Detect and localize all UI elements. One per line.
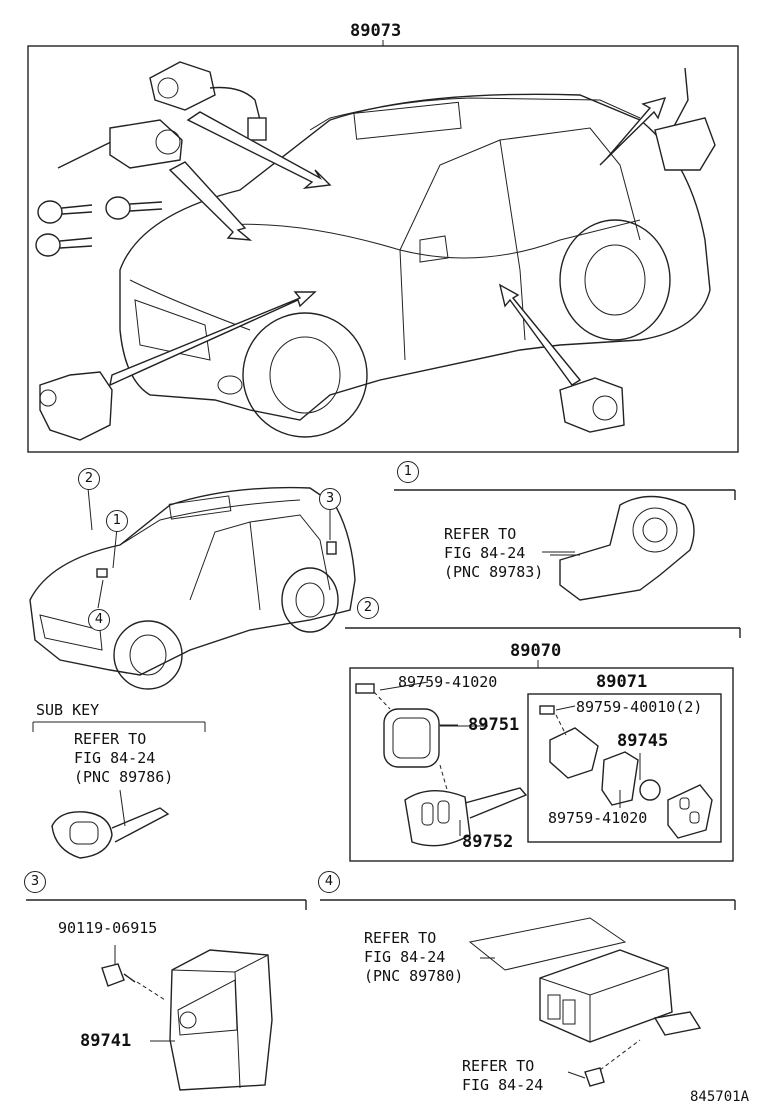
section4-refer: REFER TO xyxy=(364,929,437,947)
callout-3: 3 xyxy=(319,488,341,510)
section4-fig: FIG 84-24 xyxy=(364,948,446,966)
part-number-89073: 89073 xyxy=(350,21,402,41)
door-lock-actuator-icon xyxy=(39,371,113,441)
section1-frame xyxy=(394,489,736,500)
remote-case-icon xyxy=(373,691,458,801)
subkey-frame xyxy=(32,721,206,732)
vehicle-large-icon xyxy=(119,93,711,438)
section4-pnc: (PNC 89780) xyxy=(364,967,464,985)
section1-pnc: (PNC 89783) xyxy=(444,563,544,581)
section1-callout: 1 xyxy=(397,461,419,483)
section2-callout: 2 xyxy=(357,597,379,619)
subkey-refer: REFER TO xyxy=(74,730,147,748)
section4-frame xyxy=(320,899,736,910)
figure-id: 845701A xyxy=(690,1089,750,1105)
part-number-89741: 89741 xyxy=(80,1031,132,1051)
section4-refer2: REFER TO xyxy=(462,1057,535,1075)
subkey-pnc: (PNC 89786) xyxy=(74,768,174,786)
subkey-fig: FIG 84-24 xyxy=(74,749,156,767)
callout-1: 1 xyxy=(106,510,128,532)
part-number-screw-1: 89759-41020 xyxy=(398,673,498,691)
control-module-icon xyxy=(169,949,273,1091)
remote-key-icon xyxy=(404,787,528,847)
section3-frame xyxy=(26,899,307,910)
steering-lock-icon xyxy=(550,495,695,601)
key-icon xyxy=(35,196,163,257)
part-number-89752: 89752 xyxy=(462,832,514,852)
leader-lines xyxy=(114,551,641,1079)
section2-frame xyxy=(345,627,741,862)
part-number-screw-2: 89759-40010(2) xyxy=(576,698,703,716)
door-lock-cylinder-icon xyxy=(149,61,267,141)
callout-4: 4 xyxy=(88,609,110,631)
section3-callout: 3 xyxy=(24,871,46,893)
vehicle-small-icon xyxy=(29,486,356,690)
door-handle-switch-icon xyxy=(559,377,625,433)
callout-2: 2 xyxy=(78,468,100,490)
section4-callout: 4 xyxy=(318,871,340,893)
part-number-case: 89759-41020 xyxy=(548,809,648,827)
section1-fig: FIG 84-24 xyxy=(444,544,526,562)
bolt-icon xyxy=(101,963,166,1001)
part-number-89070: 89070 xyxy=(510,641,562,661)
part-number-89751: 89751 xyxy=(468,715,520,735)
part-number-89745: 89745 xyxy=(617,731,669,751)
section4-fig2: FIG 84-24 xyxy=(462,1076,544,1094)
remote-transmitter-icon xyxy=(549,714,713,839)
subkey-title: SUB KEY xyxy=(36,701,100,719)
section1-refer: REFER TO xyxy=(444,525,517,543)
pointer-arrows xyxy=(109,96,667,387)
part-number-bolt: 90119-06915 xyxy=(58,919,158,937)
top-frame xyxy=(27,40,739,453)
receiver-module-icon xyxy=(468,917,702,1087)
back-door-lock-icon xyxy=(654,67,716,171)
key-icon xyxy=(51,789,170,859)
part-number-89071: 89071 xyxy=(596,672,648,692)
screw-icon xyxy=(355,683,555,715)
ignition-switch-icon xyxy=(57,119,183,169)
